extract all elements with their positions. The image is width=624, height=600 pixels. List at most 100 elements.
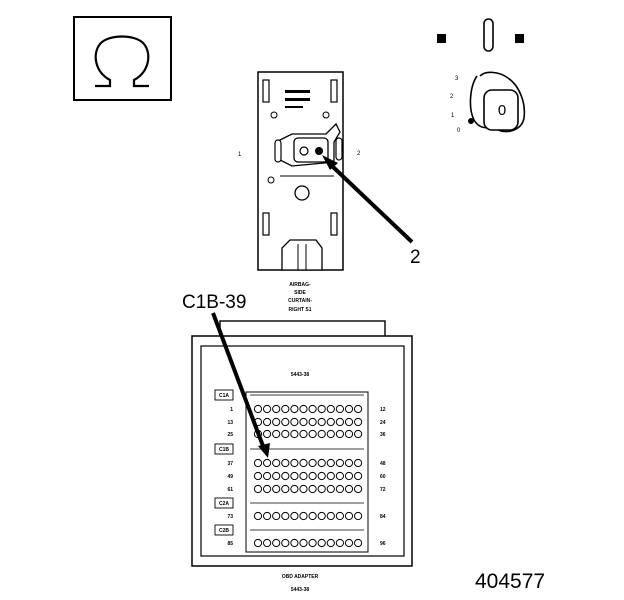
pin-socket bbox=[354, 538, 363, 548]
callout-c1b-39-label: C1B-39 bbox=[182, 292, 246, 313]
pin-socket bbox=[272, 404, 281, 414]
pin-socket bbox=[335, 417, 344, 427]
pin-socket bbox=[281, 404, 290, 414]
pin-socket bbox=[326, 429, 335, 439]
pin-row-start-label: 13 bbox=[227, 420, 233, 426]
pin-socket bbox=[299, 471, 308, 481]
connector-tag-label: C1A bbox=[219, 393, 229, 399]
pin-row-start-label: 49 bbox=[227, 474, 233, 480]
airbag-caption-line: CURTAIN- bbox=[288, 298, 312, 304]
ignition-key-icon bbox=[468, 71, 526, 133]
pin-socket bbox=[281, 417, 290, 427]
terminal-1 bbox=[299, 146, 309, 156]
airbag-caption-line: RIGHT S1 bbox=[288, 307, 311, 313]
pin-socket bbox=[344, 484, 354, 494]
pin-socket bbox=[253, 511, 263, 521]
ohm-icon bbox=[94, 35, 150, 88]
pin-socket bbox=[335, 471, 344, 481]
pin-socket bbox=[253, 404, 263, 414]
airbag-caption-line: AIRBAG- bbox=[289, 282, 311, 288]
connector-tag-box bbox=[214, 524, 234, 536]
pin-row-start-label: 1 bbox=[230, 407, 233, 413]
pin-row-end-label: 60 bbox=[380, 474, 386, 480]
connector-hole bbox=[270, 111, 278, 119]
pin-row-end-label: 12 bbox=[380, 407, 386, 413]
pin-socket bbox=[317, 511, 326, 521]
obd-caption-line: 5443-38 bbox=[291, 587, 310, 593]
pin-row-start-label: 25 bbox=[227, 432, 233, 438]
pin-socket bbox=[326, 538, 335, 548]
airbag-pin-1-label: 1 bbox=[238, 152, 242, 158]
connector-tag-label: C2A bbox=[219, 501, 229, 507]
pin-socket bbox=[290, 538, 299, 548]
pin-row-end-label: 24 bbox=[380, 420, 386, 426]
callout-c1b-39: C1B-39 bbox=[182, 292, 270, 458]
pin-socket bbox=[335, 538, 344, 548]
obd-part-number: 5443-38 bbox=[291, 372, 310, 378]
pin-socket bbox=[354, 471, 363, 481]
connector-slot bbox=[330, 79, 338, 103]
pin-socket bbox=[253, 458, 263, 468]
pin-socket bbox=[344, 471, 354, 481]
pin-socket bbox=[299, 458, 308, 468]
pin-socket bbox=[326, 458, 335, 468]
pin-socket bbox=[354, 484, 363, 494]
ignition-key-label: 0 bbox=[498, 102, 506, 119]
connector-bar bbox=[285, 90, 310, 93]
dash-marker-right bbox=[515, 34, 524, 43]
pin-socket bbox=[281, 471, 290, 481]
pin-socket bbox=[272, 458, 281, 468]
pin-socket bbox=[344, 511, 354, 521]
connector-slot bbox=[262, 79, 270, 103]
terminal-2 bbox=[315, 147, 323, 155]
pin-socket bbox=[263, 458, 272, 468]
pin-socket bbox=[290, 458, 299, 468]
pin-socket bbox=[317, 458, 326, 468]
pin-socket bbox=[344, 417, 354, 427]
pin-socket bbox=[344, 538, 354, 548]
connector-hole bbox=[322, 111, 330, 119]
pin-socket bbox=[317, 471, 326, 481]
pin-socket bbox=[290, 404, 299, 414]
callout-c1b-39-arrowhead bbox=[258, 443, 270, 458]
pin-socket bbox=[354, 511, 363, 521]
ignition-position-0: 0 bbox=[457, 128, 461, 134]
pin-socket bbox=[281, 429, 290, 439]
pin-socket bbox=[317, 404, 326, 414]
pin-socket bbox=[326, 417, 335, 427]
airbag-pin-2-label: 2 bbox=[357, 151, 361, 157]
pin-socket bbox=[253, 484, 263, 494]
pin-socket bbox=[335, 458, 344, 468]
figure-number: 404577 bbox=[475, 570, 545, 593]
ohm-symbol bbox=[73, 16, 172, 101]
pin-socket bbox=[263, 404, 272, 414]
pin-socket bbox=[354, 429, 363, 439]
callout-2: 2 bbox=[322, 155, 421, 268]
pin-socket bbox=[263, 538, 272, 548]
airbag-connector: 1 2 AIRBAG- SIDE CURTAIN- RIGHT S1 bbox=[238, 71, 361, 313]
pin-socket bbox=[308, 484, 317, 494]
pin-socket bbox=[299, 484, 308, 494]
pin-socket bbox=[263, 471, 272, 481]
pin-socket bbox=[308, 404, 317, 414]
ignition-position-3: 3 bbox=[455, 76, 459, 82]
pin-socket bbox=[263, 417, 272, 427]
connector-hole bbox=[294, 185, 310, 201]
pin-socket bbox=[299, 417, 308, 427]
connector-slot bbox=[330, 212, 338, 236]
pin-socket bbox=[326, 484, 335, 494]
pin-socket bbox=[272, 538, 281, 548]
ignition-position-1: 1 bbox=[451, 113, 455, 119]
pin-socket bbox=[272, 417, 281, 427]
pin-socket bbox=[308, 511, 317, 521]
pin-socket bbox=[308, 471, 317, 481]
connector-tag-box bbox=[214, 497, 234, 509]
pin-socket bbox=[335, 429, 344, 439]
pin-socket bbox=[290, 417, 299, 427]
pin-socket bbox=[317, 417, 326, 427]
pin-socket bbox=[290, 511, 299, 521]
pin-row-end-label: 84 bbox=[380, 514, 386, 520]
pin-socket bbox=[308, 417, 317, 427]
